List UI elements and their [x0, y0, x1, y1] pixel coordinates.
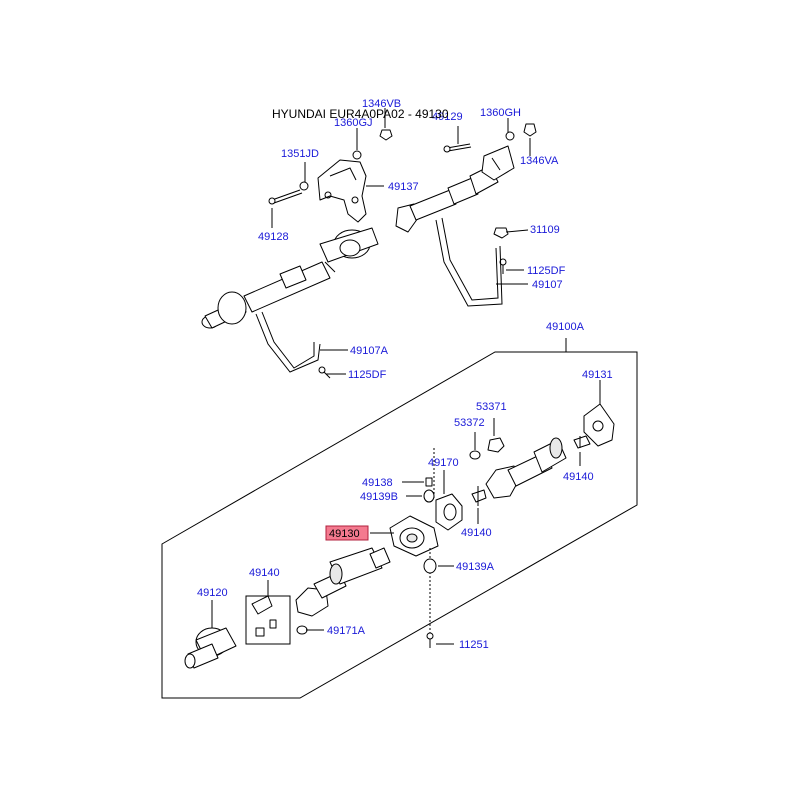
- label-49131[interactable]: 49131: [582, 369, 613, 381]
- front-flange-49120: [184, 600, 237, 669]
- label-49139B[interactable]: 49139B: [360, 491, 398, 503]
- upper-front-shaft: [201, 227, 379, 329]
- hanger-49107: [435, 217, 503, 307]
- upper-hardware: [268, 123, 537, 274]
- snap-ring-49171A: [296, 625, 324, 635]
- bushing-49139B: [406, 489, 435, 503]
- label-49140-left[interactable]: 49140: [249, 567, 280, 579]
- label-49140-right[interactable]: 49140: [563, 471, 594, 483]
- flange-yoke-49170: [433, 448, 463, 531]
- label-49140-middle[interactable]: 49140: [461, 527, 492, 539]
- upper-leader-lines: [271, 108, 531, 375]
- label-53372[interactable]: 53372: [454, 417, 485, 429]
- label-49171A[interactable]: 49171A: [327, 625, 366, 637]
- label-1360GH[interactable]: 1360GH: [480, 107, 521, 119]
- highlight-49130: [325, 525, 369, 541]
- label-49100A[interactable]: 49100A: [546, 321, 585, 333]
- rear-flange-49131: [583, 380, 615, 447]
- label-1346VB[interactable]: 1346VB: [362, 98, 401, 110]
- label-49137[interactable]: 49137: [388, 181, 419, 193]
- label-49129[interactable]: 49129: [432, 111, 463, 123]
- u-joint-kit-49140: [245, 580, 291, 645]
- hanger-49107A: [255, 311, 331, 379]
- label-49139A[interactable]: 49139A: [456, 561, 495, 573]
- upper-rear-shaft: [395, 145, 515, 233]
- nut-53371: [487, 418, 505, 453]
- label-1360GJ[interactable]: 1360GJ: [334, 117, 373, 129]
- label-11251[interactable]: 11251: [459, 639, 489, 651]
- label-1125DF-lower[interactable]: 1125DF: [348, 369, 387, 381]
- bushing-49139A: [423, 558, 454, 574]
- label-49128[interactable]: 49128: [258, 231, 289, 243]
- center-bearing-bracket: [317, 159, 367, 223]
- label-31109[interactable]: 31109: [530, 224, 560, 236]
- label-1125DF-upper[interactable]: 1125DF: [527, 265, 566, 277]
- label-49120[interactable]: 49120: [197, 587, 228, 599]
- diagram-title: HYUNDAI EUR4A0PA02 - 49130: [272, 107, 449, 121]
- u-joint-49140-middle: [471, 486, 487, 524]
- u-joint-49140-upper: [573, 435, 591, 466]
- dowel-49138: [402, 477, 433, 487]
- lower-front-shaft: [295, 547, 391, 617]
- washer-53372: [469, 432, 481, 460]
- label-49130[interactable]: 49130: [329, 528, 360, 540]
- label-49170[interactable]: 49170: [428, 457, 459, 469]
- label-1351JD[interactable]: 1351JD: [281, 148, 319, 160]
- bolt-11251: [426, 632, 454, 648]
- label-1346VA[interactable]: 1346VA: [520, 155, 559, 167]
- label-53371[interactable]: 53371: [476, 401, 507, 413]
- lower-rear-shaft: [485, 437, 567, 499]
- center-bearing-49130: [370, 515, 439, 557]
- label-49107A[interactable]: 49107A: [350, 345, 389, 357]
- label-49138[interactable]: 49138: [362, 477, 393, 489]
- label-49107[interactable]: 49107: [532, 279, 563, 291]
